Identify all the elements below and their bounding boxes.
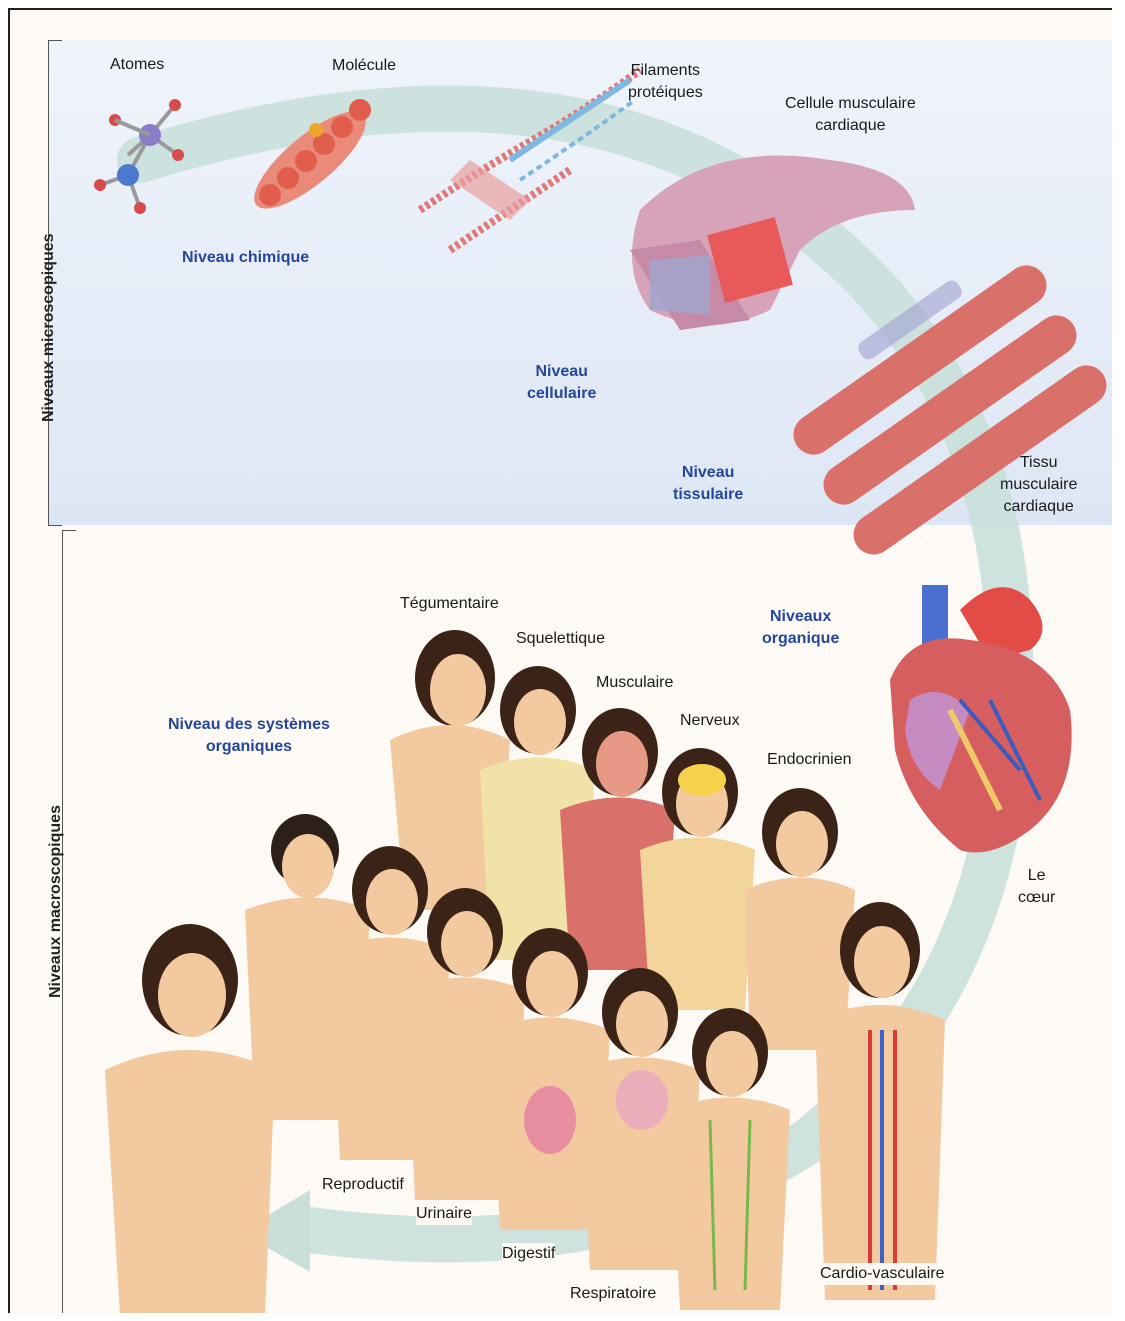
label-respiratory: Respiratoire [570,1283,656,1305]
label-heart-line1: Le [1018,865,1055,887]
level-organ-line2: organique [762,628,839,650]
label-tissue-line2: musculaire [1000,474,1077,496]
label-cardiovascular: Cardio-vasculaire [820,1263,945,1285]
level-systems: Niveau des systèmes organiques [168,714,330,758]
level-tissue: Niveau tissulaire [673,462,743,506]
heart [890,585,1072,853]
label-urinary: Urinaire [416,1203,472,1225]
label-filaments-line2: protéiques [628,82,703,104]
label-tissue: Tissu musculaire cardiaque [1000,452,1077,518]
label-muscle-cell: Cellule musculaire cardiaque [785,93,916,137]
micro-side-label: Niveaux microscopiques [40,233,58,422]
macro-side-label: Niveaux macroscopiques [47,805,65,998]
label-muscle-cell-line1: Cellule musculaire [785,93,916,115]
level-chemical: Niveau chimique [182,247,309,269]
level-organ-line1: Niveaux [762,606,839,628]
label-filaments: Filaments protéiques [628,60,703,104]
macro-bracket-top [62,530,76,531]
level-cellular-line2: cellulaire [527,383,596,405]
level-organ: Niveaux organique [762,606,839,650]
label-molecule: Molécule [332,55,396,77]
level-cellular-line1: Niveau [527,361,596,383]
figure-frame: Niveaux microscopiques Niveaux macroscop… [8,8,1112,1313]
label-skeletal: Squelettique [516,628,605,650]
label-tissue-line3: cardiaque [1000,496,1077,518]
label-muscle-cell-line2: cardiaque [785,115,916,137]
level-systems-line1: Niveau des systèmes [168,714,330,736]
label-tissue-line1: Tissu [1000,452,1077,474]
label-integumentary: Tégumentaire [400,593,499,615]
label-muscular: Musculaire [596,672,673,694]
label-endocrine: Endocrinien [767,749,852,771]
label-digestive: Digestif [502,1243,555,1265]
label-filaments-line1: Filaments [628,60,703,82]
illustration [10,10,1112,1313]
level-systems-line2: organiques [168,736,330,758]
label-reproductive: Reproductif [322,1174,404,1196]
micro-bracket-bottom [48,525,62,526]
level-cellular: Niveau cellulaire [527,361,596,405]
label-atoms: Atomes [110,54,164,76]
level-tissue-line1: Niveau [673,462,743,484]
level-tissue-line2: tissulaire [673,484,743,506]
micro-bracket-top [48,40,62,41]
label-heart-line2: cœur [1018,887,1055,909]
label-nervous: Nerveux [680,710,740,732]
label-heart: Le cœur [1018,865,1055,909]
